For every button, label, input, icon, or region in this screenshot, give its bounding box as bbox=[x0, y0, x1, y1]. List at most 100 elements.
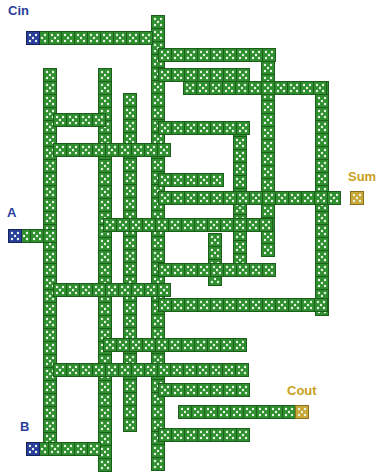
tile-pip bbox=[75, 152, 77, 154]
tile-face bbox=[263, 49, 276, 62]
tile-pip bbox=[324, 110, 326, 112]
tile-pip bbox=[157, 112, 159, 114]
tile-pip bbox=[161, 176, 163, 178]
tile-pip bbox=[107, 428, 109, 430]
tile-pip bbox=[202, 87, 204, 89]
tile-face bbox=[250, 264, 263, 277]
domino-tile bbox=[262, 179, 275, 192]
tile-pip bbox=[126, 310, 128, 312]
tile-pip bbox=[232, 200, 234, 202]
tile-pip bbox=[132, 232, 134, 234]
tile-pip bbox=[126, 297, 128, 299]
tile-pip bbox=[104, 412, 106, 414]
tile-pip bbox=[193, 130, 195, 132]
tile-pip bbox=[46, 415, 48, 417]
tile-pip bbox=[190, 269, 192, 271]
tile-pip bbox=[119, 227, 121, 229]
tile-pip bbox=[46, 97, 48, 99]
tile-pip bbox=[324, 155, 326, 157]
domino-tile bbox=[262, 140, 275, 153]
tile-pip bbox=[264, 64, 266, 66]
tile-pip bbox=[213, 57, 215, 59]
tile-face bbox=[260, 219, 273, 232]
tile-pip bbox=[101, 240, 103, 242]
tile-pip bbox=[147, 152, 149, 154]
tile-face bbox=[124, 185, 137, 198]
tile-pip bbox=[126, 356, 128, 358]
tile-pip bbox=[318, 181, 320, 183]
domino-tile bbox=[159, 174, 172, 187]
tile-pip bbox=[270, 64, 272, 66]
tile-pip bbox=[200, 71, 202, 73]
tile-pip bbox=[324, 136, 326, 138]
tile-pip bbox=[321, 217, 323, 219]
tile-pip bbox=[106, 227, 108, 229]
tile-pip bbox=[193, 51, 195, 53]
tile-pip bbox=[107, 279, 109, 281]
tile-pip bbox=[142, 40, 144, 42]
tile-face bbox=[316, 173, 329, 186]
tile-pip bbox=[126, 206, 128, 208]
tile-pip bbox=[187, 130, 189, 132]
tile-pip bbox=[101, 116, 103, 118]
domino-tile bbox=[152, 159, 165, 172]
tile-pip bbox=[324, 168, 326, 170]
domino-tile bbox=[316, 147, 329, 160]
tile-pip bbox=[83, 40, 85, 42]
tile-pip bbox=[171, 227, 173, 229]
tile-pip bbox=[52, 415, 54, 417]
tile-pip bbox=[239, 194, 241, 196]
tile-pip bbox=[98, 149, 100, 151]
tile-pip bbox=[164, 304, 166, 306]
tile-face bbox=[44, 264, 57, 277]
tile-pip bbox=[151, 227, 153, 229]
tile-pip bbox=[226, 301, 228, 303]
tile-face bbox=[44, 186, 57, 199]
tile-pip bbox=[52, 238, 54, 240]
tile-pip bbox=[180, 307, 182, 309]
tile-pip bbox=[226, 200, 228, 202]
tile-face bbox=[262, 62, 275, 75]
tile-pip bbox=[177, 127, 179, 129]
tile-pip bbox=[153, 292, 155, 294]
tile-face bbox=[184, 82, 197, 95]
tile-pip bbox=[324, 259, 326, 261]
tile-face bbox=[99, 394, 112, 407]
tile-pip bbox=[126, 161, 128, 163]
tile-pip bbox=[107, 136, 109, 138]
tile-pip bbox=[160, 336, 162, 338]
tile-pip bbox=[101, 279, 103, 281]
tile-pip bbox=[200, 176, 202, 178]
tile-pip bbox=[154, 414, 156, 416]
tile-pip bbox=[211, 249, 213, 251]
tile-pip bbox=[134, 286, 136, 288]
tile-face bbox=[124, 419, 137, 432]
tile-pip bbox=[232, 124, 234, 126]
tile-pip bbox=[57, 34, 59, 36]
tile-pip bbox=[49, 412, 51, 414]
tile-pip bbox=[101, 318, 103, 320]
tile-pip bbox=[161, 272, 163, 274]
tile-pip bbox=[132, 239, 134, 241]
tile-pip bbox=[132, 304, 134, 306]
tile-pip bbox=[177, 227, 179, 229]
tile-pip bbox=[85, 119, 87, 121]
tile-pip bbox=[148, 34, 150, 36]
tile-pip bbox=[70, 34, 72, 36]
tile-pip bbox=[324, 246, 326, 248]
domino-tile bbox=[316, 134, 329, 147]
tile-pip bbox=[158, 221, 160, 223]
tile-pip bbox=[49, 360, 51, 362]
tile-face bbox=[316, 212, 329, 225]
tile-face bbox=[262, 49, 275, 62]
tile-pip bbox=[129, 411, 131, 413]
tile-pip bbox=[157, 359, 159, 361]
domino-tile bbox=[99, 238, 112, 251]
domino-tile bbox=[124, 406, 137, 419]
tile-pip bbox=[154, 135, 156, 137]
tile-pip bbox=[140, 146, 142, 148]
domino-tile bbox=[263, 49, 276, 62]
tile-pip bbox=[101, 324, 103, 326]
tile-pip bbox=[318, 110, 320, 112]
tile-pip bbox=[49, 269, 51, 271]
